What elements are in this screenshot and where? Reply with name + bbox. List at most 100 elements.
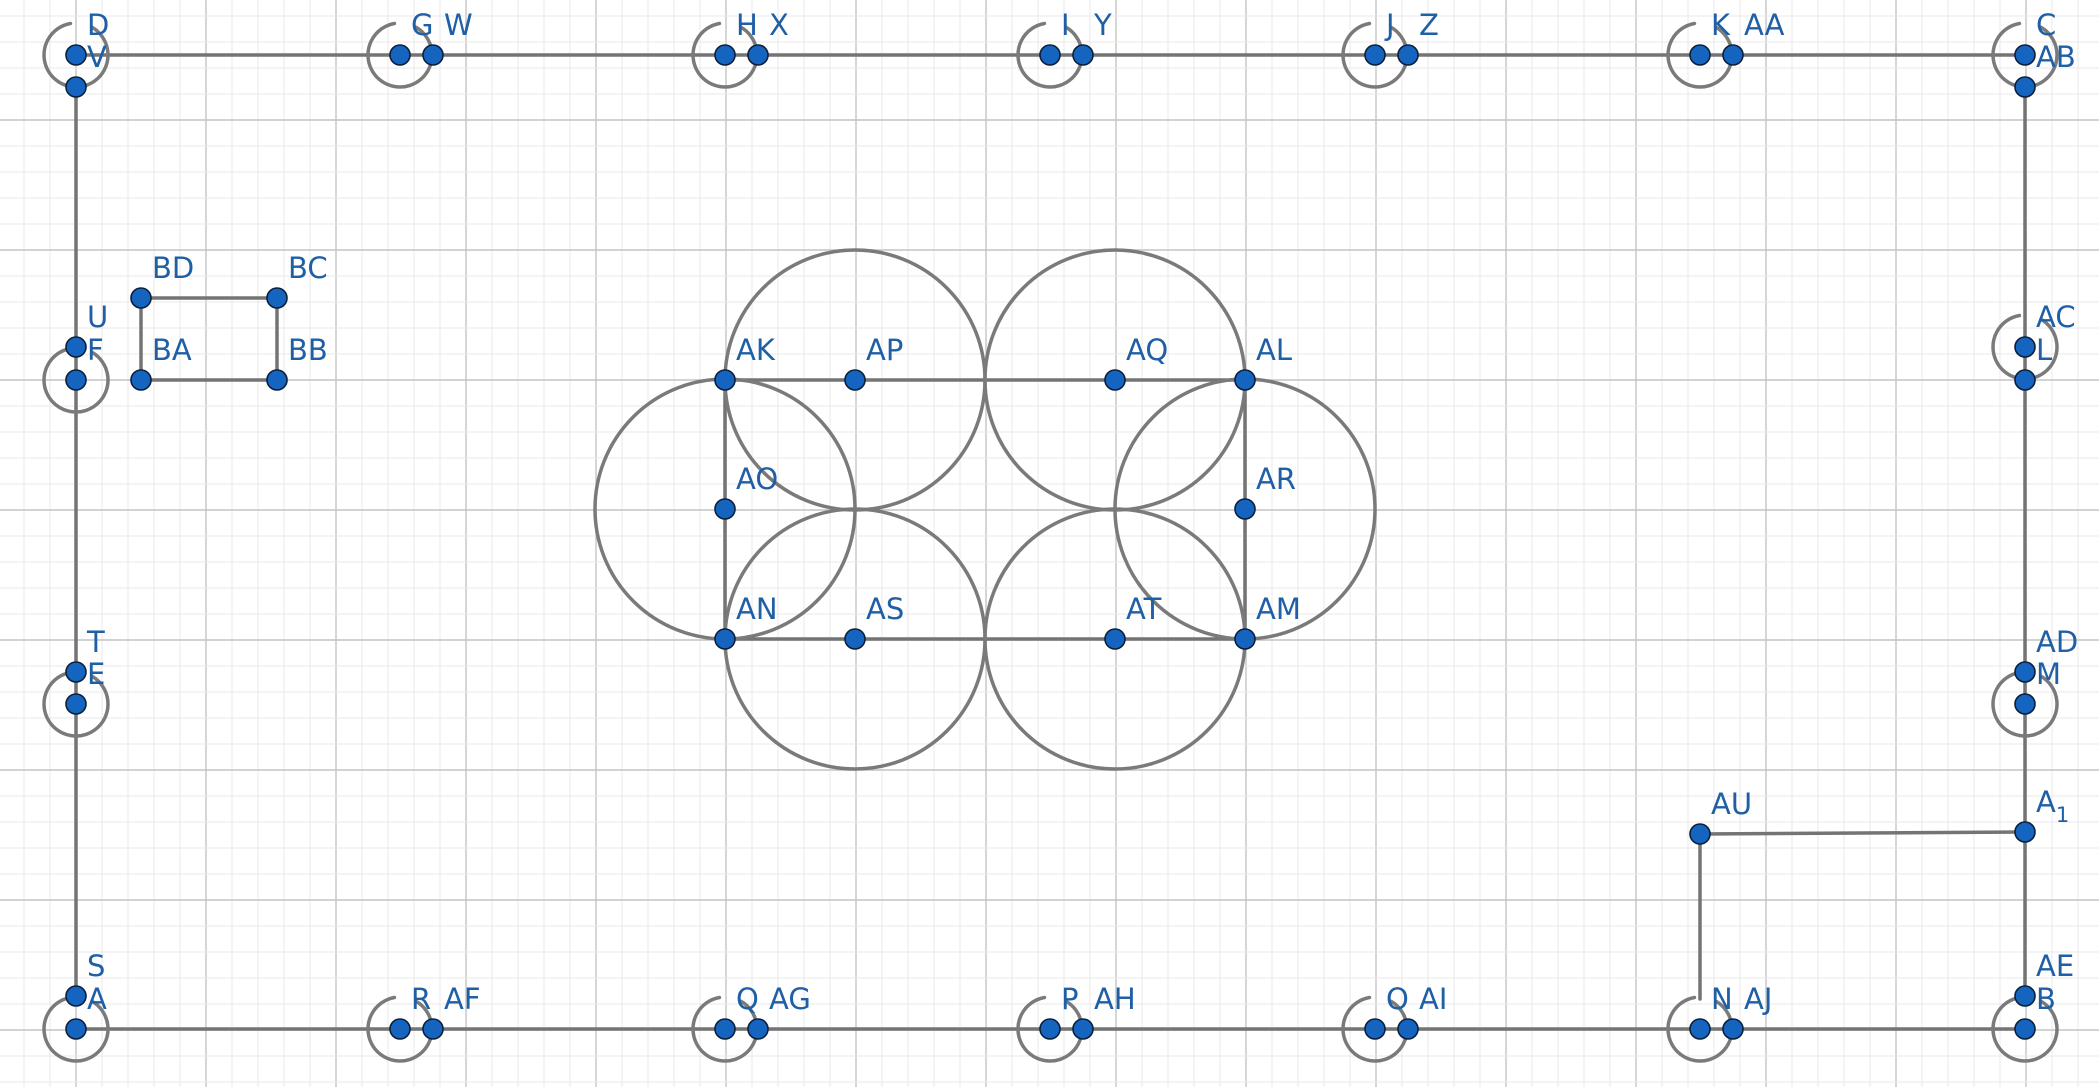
label-y: Y [1093,8,1112,42]
point-v[interactable] [65,76,87,98]
point-ap[interactable] [844,369,866,391]
label-bb: BB [288,333,328,367]
label-ad: AD [2036,625,2078,659]
point-a[interactable] [65,1018,87,1040]
point-p[interactable] [1039,1018,1061,1040]
label-d: D [87,8,109,42]
point-s[interactable] [65,985,87,1007]
label-r: R [411,982,431,1016]
label-g: G [411,8,433,42]
point-aj[interactable] [1722,1018,1744,1040]
point-m[interactable] [2014,693,2036,715]
point-bd[interactable] [130,287,152,309]
label-ae: AE [2036,949,2074,983]
label-ba: BA [152,333,192,367]
label-bc: BC [288,251,328,285]
point-y[interactable] [1072,44,1094,66]
point-i[interactable] [1039,44,1061,66]
small-arcs[interactable] [42,21,2059,1063]
point-ag[interactable] [747,1018,769,1040]
point-g[interactable] [389,44,411,66]
label-p: P [1061,982,1079,1016]
label-ai: AI [1419,982,1447,1016]
point-a1[interactable] [2014,821,2036,843]
construction-objects[interactable] [42,21,2059,1063]
label-ac: AC [2036,300,2076,334]
label-ap: AP [866,333,903,367]
point-ak[interactable] [714,369,736,391]
label-bd: BD [152,251,194,285]
point-am[interactable] [1234,628,1256,650]
point-q[interactable] [714,1018,736,1040]
arc-A[interactable] [42,995,110,1063]
point-au[interactable] [1689,823,1711,845]
label-i: I [1061,8,1070,42]
label-n: N [1711,982,1733,1016]
point-ac[interactable] [2014,336,2036,358]
point-e[interactable] [65,693,87,715]
point-ao[interactable] [714,498,736,520]
label-b: B [2036,982,2056,1016]
label-as: AS [866,592,904,626]
point-ar[interactable] [1234,498,1256,520]
points[interactable] [65,44,2036,1040]
point-z[interactable] [1397,44,1419,66]
label-aq: AQ [1126,333,1168,367]
label-al: AL [1256,333,1292,367]
point-ad[interactable] [2014,661,2036,683]
label-a1-subscript: 1 [2056,803,2069,827]
point-h[interactable] [714,44,736,66]
label-z: Z [1419,8,1439,42]
arc-B[interactable] [1991,995,2059,1063]
point-bc[interactable] [266,287,288,309]
point-o[interactable] [1364,1018,1386,1040]
point-ae[interactable] [2014,985,2036,1007]
point-af[interactable] [422,1018,444,1040]
label-an: AN [736,592,778,626]
label-m: M [2036,657,2061,691]
point-j[interactable] [1364,44,1386,66]
point-k[interactable] [1689,44,1711,66]
arc-F[interactable] [42,346,110,414]
point-x[interactable] [747,44,769,66]
point-n[interactable] [1689,1018,1711,1040]
point-al[interactable] [1234,369,1256,391]
segment-AU-A1[interactable] [1698,830,2027,1001]
point-w[interactable] [422,44,444,66]
point-ba[interactable] [130,369,152,391]
label-am: AM [1256,592,1301,626]
point-ah[interactable] [1072,1018,1094,1040]
point-u[interactable] [65,336,87,358]
label-o: O [1386,982,1409,1016]
point-aq[interactable] [1104,369,1126,391]
point-d[interactable] [65,44,87,66]
point-an[interactable] [714,628,736,650]
label-a1: A1 [2036,785,2069,827]
point-ab[interactable] [2014,76,2036,98]
label-t: T [86,625,105,659]
label-f: F [87,333,104,367]
point-r[interactable] [389,1018,411,1040]
point-as[interactable] [844,628,866,650]
arc-E[interactable] [42,670,110,738]
point-l[interactable] [2014,369,2036,391]
point-aa[interactable] [1722,44,1744,66]
point-ai[interactable] [1397,1018,1419,1040]
label-e: E [87,657,105,691]
label-w: W [444,8,473,42]
point-b[interactable] [2014,1018,2036,1040]
label-k: K [1711,8,1731,42]
point-c[interactable] [2014,44,2036,66]
label-ao: AO [736,462,778,496]
point-t[interactable] [65,661,87,683]
label-au: AU [1711,787,1752,821]
point-at[interactable] [1104,628,1126,650]
label-u: U [87,300,108,334]
label-j: J [1384,8,1395,42]
arc-M[interactable] [1991,670,2059,738]
label-ak: AK [736,333,776,367]
label-s: S [87,949,105,983]
point-bb[interactable] [266,369,288,391]
point-f[interactable] [65,369,87,391]
